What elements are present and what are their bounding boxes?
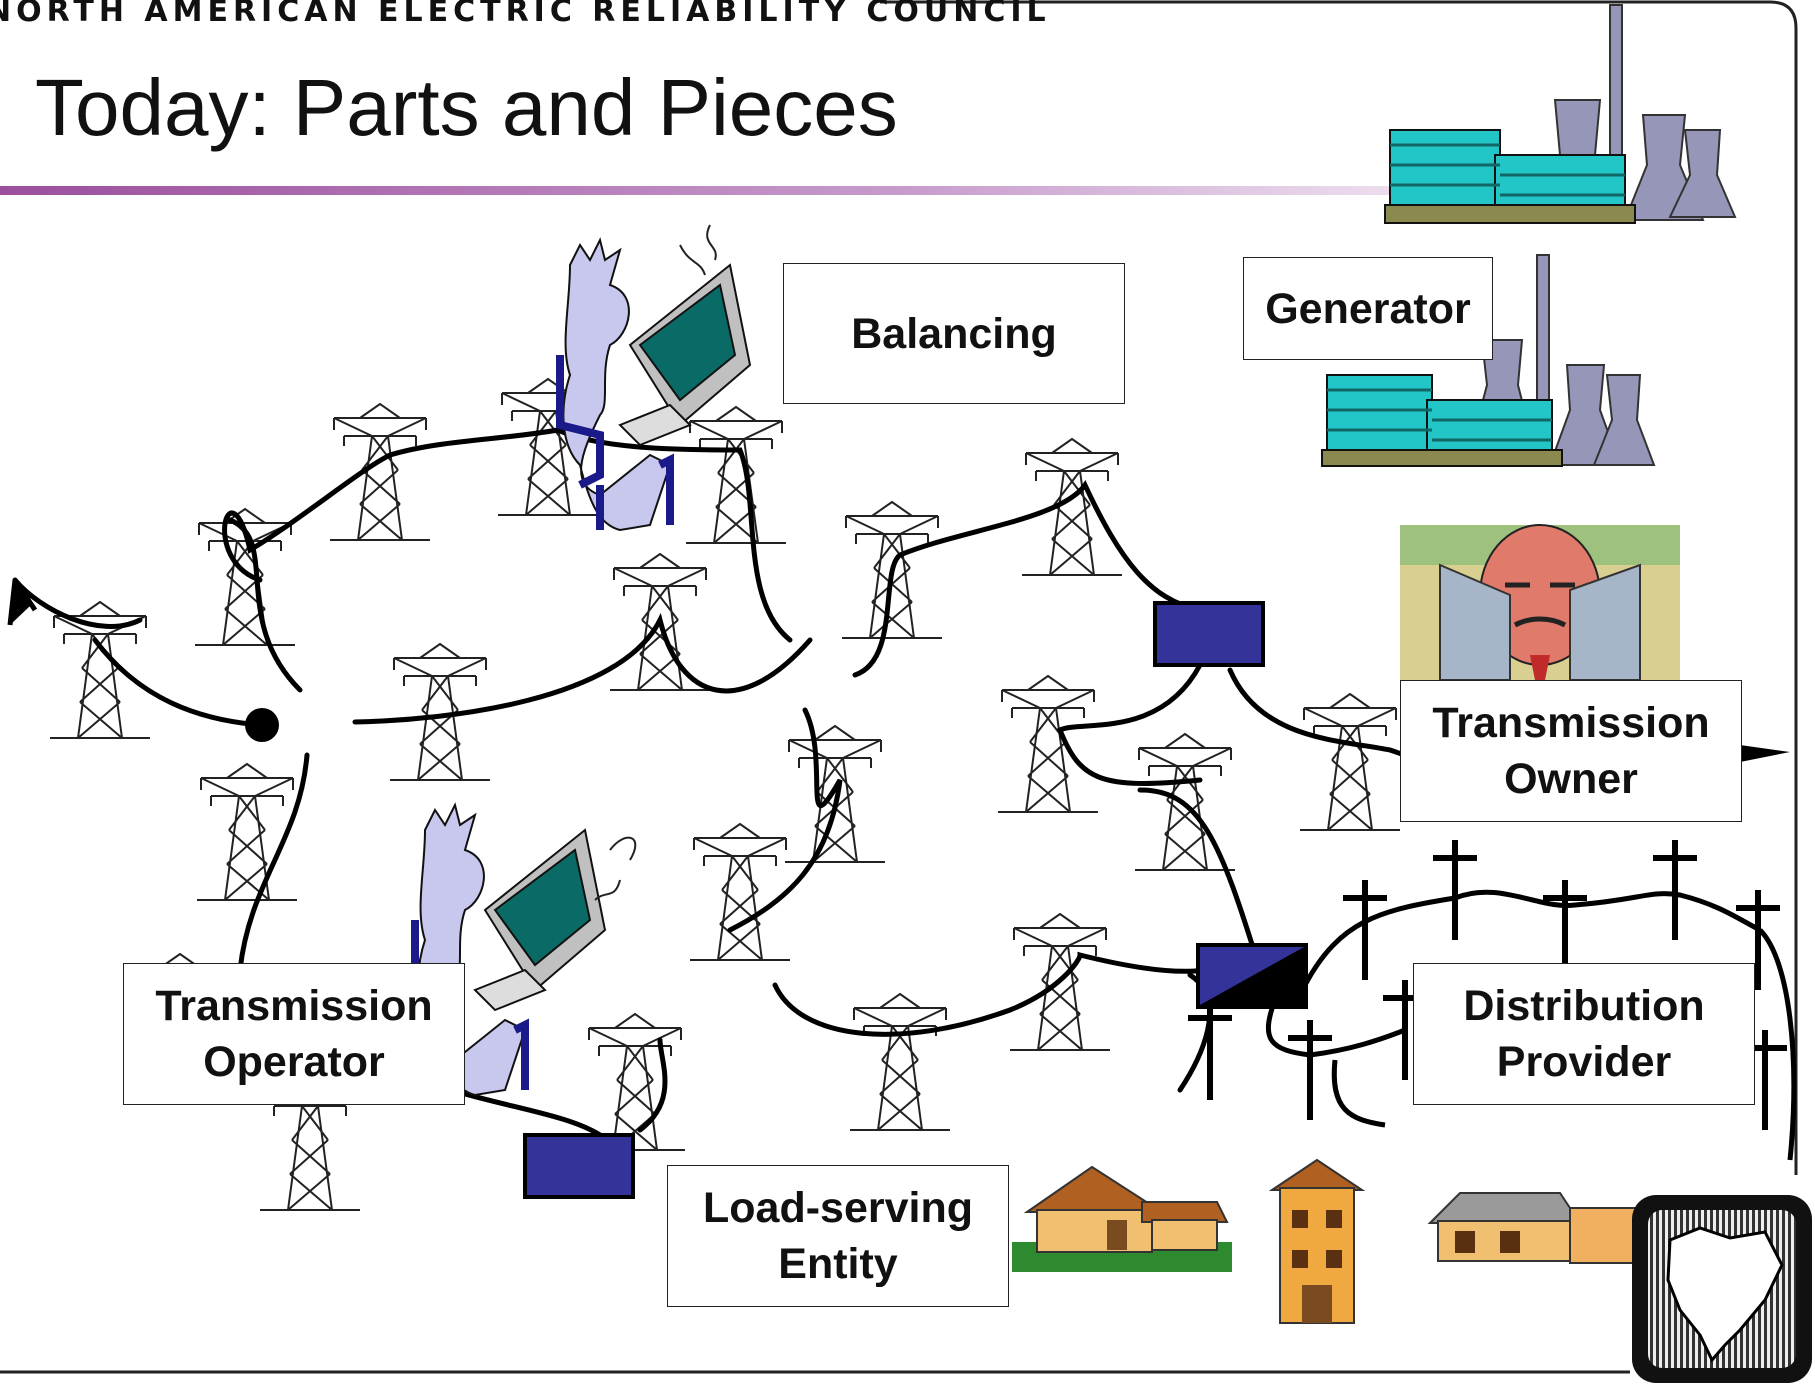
organization-name: NORTH AMERICAN ELECTRIC RELIABILITY COUN… <box>0 0 1051 29</box>
house-icon <box>1268 1158 1366 1324</box>
junction-node <box>245 708 279 742</box>
label-load-serving-entity: Load-serving Entity <box>667 1165 1009 1307</box>
page-title: Today: Parts and Pieces <box>35 63 898 152</box>
operator-at-computer-icon <box>411 802 637 1097</box>
house-icon <box>1427 1192 1661 1264</box>
right-arrowhead-icon <box>1740 745 1790 762</box>
label-transmission-operator: Transmission Operator <box>123 963 465 1105</box>
title-rule <box>0 186 1640 195</box>
north-america-map-logo-icon <box>1632 1195 1812 1383</box>
label-generator: Generator <box>1243 257 1493 360</box>
house-icon <box>1012 1165 1232 1272</box>
power-plant-icon <box>1384 4 1737 224</box>
operator-at-computer-icon <box>556 224 752 532</box>
label-transmission-owner: Transmission Owner <box>1400 680 1742 822</box>
business-owner-clipart-icon <box>1400 524 1680 681</box>
substation-icon <box>1153 601 1265 667</box>
distribution-lines <box>1265 889 1797 1161</box>
label-distribution-provider: Distribution Provider <box>1413 963 1755 1105</box>
power-plant-icon <box>1321 254 1656 467</box>
left-arrowhead-icon <box>10 578 30 625</box>
transformer-substation-icon <box>1196 943 1308 1009</box>
label-balancing: Balancing <box>783 263 1125 404</box>
substation-icon <box>523 1133 635 1199</box>
